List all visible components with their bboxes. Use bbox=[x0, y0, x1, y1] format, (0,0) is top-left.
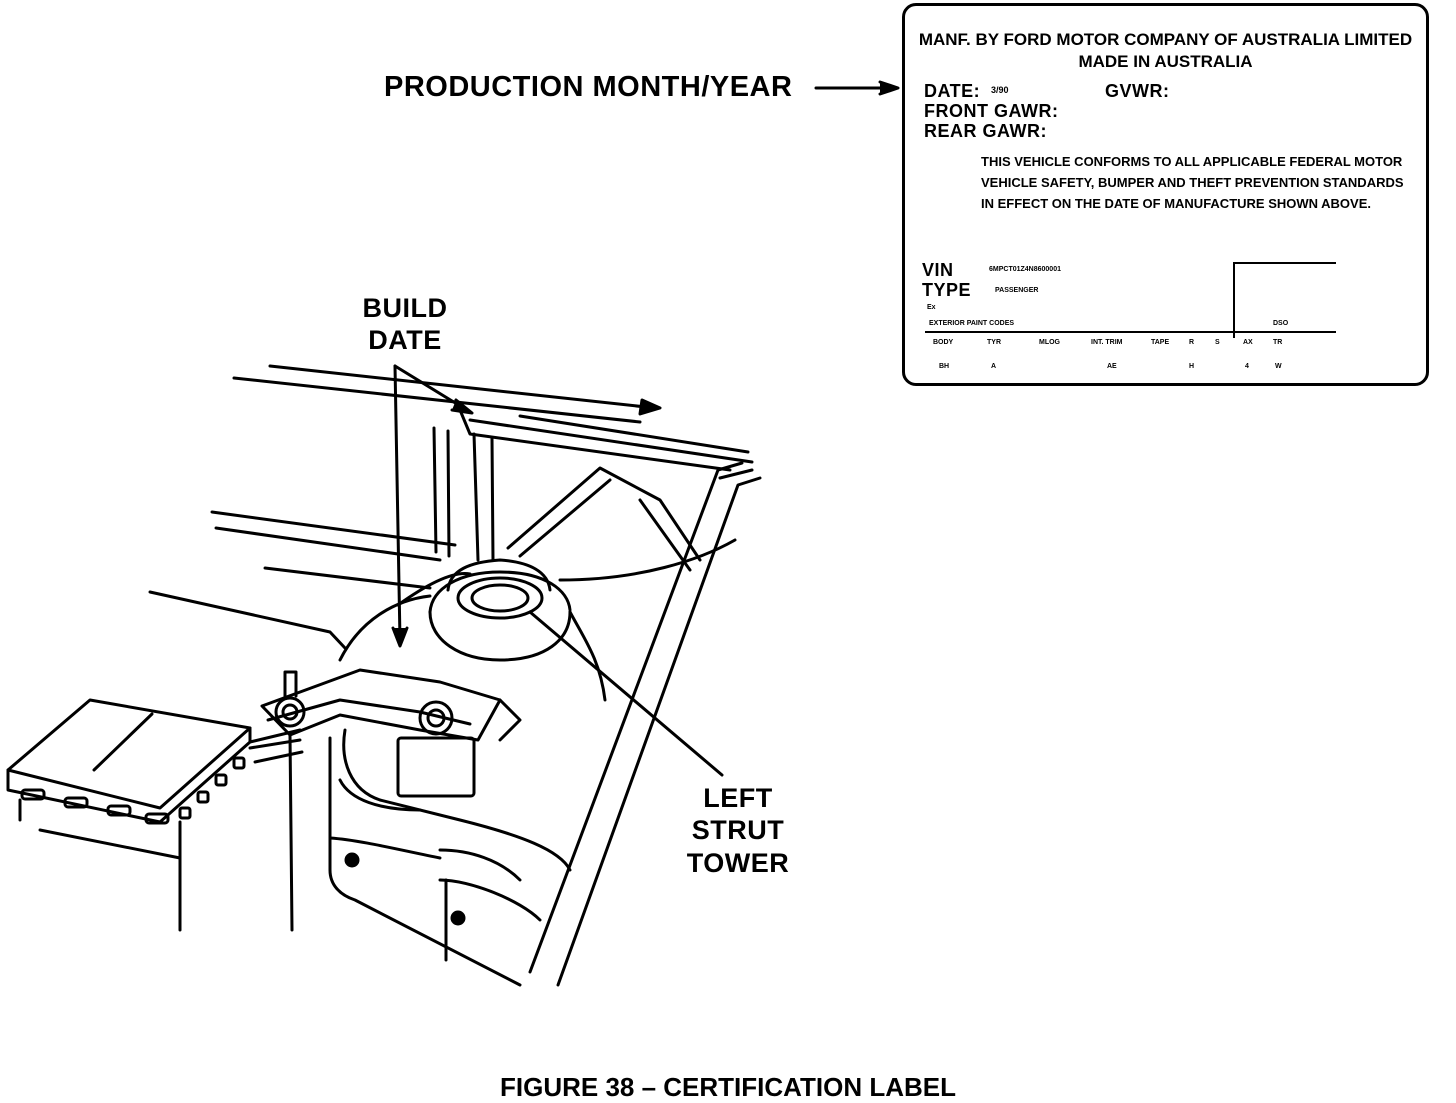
build-date-line-2: DATE bbox=[368, 325, 442, 356]
code-header: BODY bbox=[933, 339, 954, 346]
conformity-statement: THIS VEHICLE CONFORMS TO ALL APPLICABLE … bbox=[981, 154, 1404, 211]
build-date-line-1: BUILD bbox=[362, 293, 448, 323]
certification-label: MANF. BY FORD MOTOR COMPANY OF AUSTRALIA… bbox=[902, 3, 1429, 386]
label-manufacturer: MANF. BY FORD MOTOR COMPANY OF AUSTRALIA… bbox=[918, 30, 1413, 49]
label-made-in: MADE IN AUSTRALIA bbox=[1078, 52, 1253, 71]
code-value: W bbox=[1275, 363, 1282, 370]
type-value: PASSENGER bbox=[995, 287, 1039, 294]
type-label: TYPE bbox=[922, 280, 972, 300]
paint-codes-label: EXTERIOR PAINT CODES bbox=[929, 320, 1015, 327]
code-value: BH bbox=[939, 363, 950, 370]
code-value: H bbox=[1189, 363, 1195, 370]
code-value: A bbox=[991, 363, 997, 370]
production-month-year-callout: PRODUCTION MONTH/YEAR bbox=[384, 71, 793, 103]
build-date-leader-1 bbox=[393, 364, 402, 642]
date-value: 3/90 bbox=[991, 85, 1009, 95]
code-header: TAPE bbox=[1151, 339, 1170, 346]
strut-line-1: LEFT bbox=[703, 783, 773, 813]
gvwr-label: GVWR: bbox=[1105, 81, 1170, 101]
motion-arrowhead bbox=[638, 398, 662, 416]
code-header: TR bbox=[1273, 339, 1283, 346]
code-value: AE bbox=[1107, 363, 1117, 370]
code-header: TYR bbox=[987, 339, 1001, 346]
strut-tower-leader bbox=[528, 610, 724, 777]
figure-caption: FIGURE 38 – CERTIFICATION LABEL bbox=[500, 1072, 956, 1102]
left-strut-tower-callout: LEFT STRUT TOWER bbox=[668, 782, 808, 879]
rear-gawr-label: REAR GAWR: bbox=[924, 121, 1047, 141]
code-header: R bbox=[1189, 339, 1195, 346]
vin-label: VIN bbox=[922, 260, 954, 280]
code-value: 4 bbox=[1245, 363, 1249, 370]
code-header: INT. TRIM bbox=[1091, 339, 1123, 346]
code-header: MLOG bbox=[1039, 339, 1060, 346]
production-arrowhead bbox=[878, 80, 900, 96]
vin-value: 6MPCT01Z4N8600001 bbox=[989, 266, 1061, 273]
code-header: AX bbox=[1243, 339, 1253, 346]
dso-label: DSO bbox=[1273, 320, 1289, 327]
front-gawr-label: FRONT GAWR: bbox=[924, 101, 1059, 121]
date-label: DATE: bbox=[924, 81, 981, 101]
ex-label: Ex bbox=[927, 304, 936, 311]
strut-line-3: TOWER bbox=[686, 847, 790, 878]
build-date-callout: BUILD DATE bbox=[345, 292, 465, 357]
code-header: S bbox=[1215, 339, 1220, 346]
strut-line-2: STRUT bbox=[691, 815, 785, 846]
